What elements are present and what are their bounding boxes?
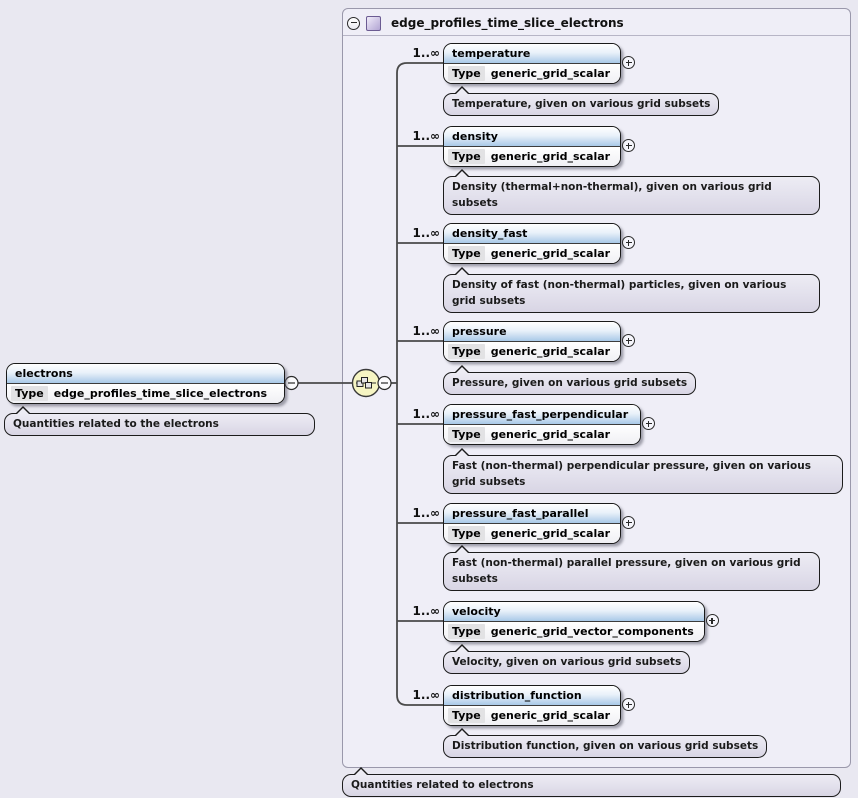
type-value: generic_grid_scalar xyxy=(490,527,611,540)
annotation-distribution-function: Distribution function, given on various … xyxy=(443,728,768,758)
occurrence-label: 1..∞ xyxy=(412,324,440,338)
type-label: Type xyxy=(448,708,485,723)
annotation-temperature: Temperature, given on various grid subse… xyxy=(443,86,720,116)
element-type-row: Type edge_profiles_time_slice_electrons xyxy=(7,384,284,403)
child-row-pressure-fast-perpendicular: pressure_fast_perpendicular Type generic… xyxy=(443,404,656,445)
annotation-pressure-fast-parallel: Fast (non-thermal) parallel pressure, gi… xyxy=(443,545,820,591)
occurrence-label: 1..∞ xyxy=(412,604,440,618)
occurrence-label: 1..∞ xyxy=(412,129,440,143)
occurrence-label: 1..∞ xyxy=(412,407,440,421)
occurrence-label: 1..∞ xyxy=(412,226,440,240)
type-value: generic_grid_scalar xyxy=(490,67,611,80)
child-row-velocity: velocity Type generic_grid_vector_compon… xyxy=(443,601,719,642)
type-label: Type xyxy=(448,344,485,359)
expand-icon[interactable] xyxy=(622,698,636,711)
child-row-density-fast: density_fast Type generic_grid_scalar xyxy=(443,223,636,264)
element-pressure-fast-parallel[interactable]: pressure_fast_parallel Type generic_grid… xyxy=(443,503,622,544)
annotation-pressure: Pressure, given on various grid subsets xyxy=(443,365,697,395)
annotation-density-fast: Density of fast (non-thermal) particles,… xyxy=(443,267,820,313)
type-value: generic_grid_scalar xyxy=(490,345,611,358)
child-row-density: density Type generic_grid_scalar xyxy=(443,126,636,167)
type-value: generic_grid_scalar xyxy=(490,150,611,163)
annotation-density: Density (thermal+non-thermal), given on … xyxy=(443,169,820,215)
element-velocity[interactable]: velocity Type generic_grid_vector_compon… xyxy=(443,601,705,642)
expand-icon[interactable] xyxy=(642,417,656,430)
annotation-container-footer: Quantities related to electrons xyxy=(342,767,841,797)
child-row-distribution-function: distribution_function Type generic_grid_… xyxy=(443,685,636,726)
occurrence-label: 1..∞ xyxy=(412,688,440,702)
child-row-temperature: temperature Type generic_grid_scalar xyxy=(443,43,636,84)
element-pressure[interactable]: pressure Type generic_grid_scalar xyxy=(443,321,622,362)
child-row-pressure-fast-parallel: pressure_fast_parallel Type generic_grid… xyxy=(443,503,636,544)
element-pressure-fast-perpendicular[interactable]: pressure_fast_perpendicular Type generic… xyxy=(443,404,642,445)
collapse-icon[interactable] xyxy=(347,16,360,30)
type-label: Type xyxy=(448,66,485,81)
expand-icon[interactable] xyxy=(622,236,636,249)
type-label: Type xyxy=(11,386,48,401)
occurrence-label: 1..∞ xyxy=(412,506,440,520)
occurrence-label: 1..∞ xyxy=(412,46,440,60)
type-label: Type xyxy=(448,526,485,541)
element-density[interactable]: density Type generic_grid_scalar xyxy=(443,126,622,167)
type-value: edge_profiles_time_slice_electrons xyxy=(53,387,268,400)
child-row-pressure: pressure Type generic_grid_scalar xyxy=(443,321,636,362)
complex-type-header: edge_profiles_time_slice_electrons xyxy=(343,9,850,36)
expand-icon[interactable] xyxy=(705,614,719,627)
type-label: Type xyxy=(448,246,485,261)
expand-icon[interactable] xyxy=(622,516,636,529)
expand-icon[interactable] xyxy=(622,139,636,152)
type-value: generic_grid_scalar xyxy=(490,247,611,260)
expand-icon[interactable] xyxy=(622,56,636,69)
element-name: electrons xyxy=(7,364,284,384)
type-value: generic_grid_scalar xyxy=(490,709,611,722)
element-temperature[interactable]: temperature Type generic_grid_scalar xyxy=(443,43,622,84)
type-value: generic_grid_vector_components xyxy=(490,625,694,638)
element-distribution-function[interactable]: distribution_function Type generic_grid_… xyxy=(443,685,622,726)
element-electrons[interactable]: electrons Type edge_profiles_time_slice_… xyxy=(6,363,285,404)
complex-type-icon xyxy=(366,15,381,31)
annotation-electrons: Quantities related to the electrons xyxy=(4,406,315,436)
annotation-velocity: Velocity, given on various grid subsets xyxy=(443,644,691,674)
complex-type-title: edge_profiles_time_slice_electrons xyxy=(391,16,624,30)
type-label: Type xyxy=(448,624,485,639)
type-label: Type xyxy=(448,149,485,164)
element-density-fast[interactable]: density_fast Type generic_grid_scalar xyxy=(443,223,622,264)
expand-icon[interactable] xyxy=(622,334,636,347)
annotation-pressure-fast-perpendicular: Fast (non-thermal) perpendicular pressur… xyxy=(443,448,843,494)
type-label: Type xyxy=(448,427,485,442)
type-value: generic_grid_scalar xyxy=(490,428,611,441)
root-collapse-icon xyxy=(284,375,299,391)
